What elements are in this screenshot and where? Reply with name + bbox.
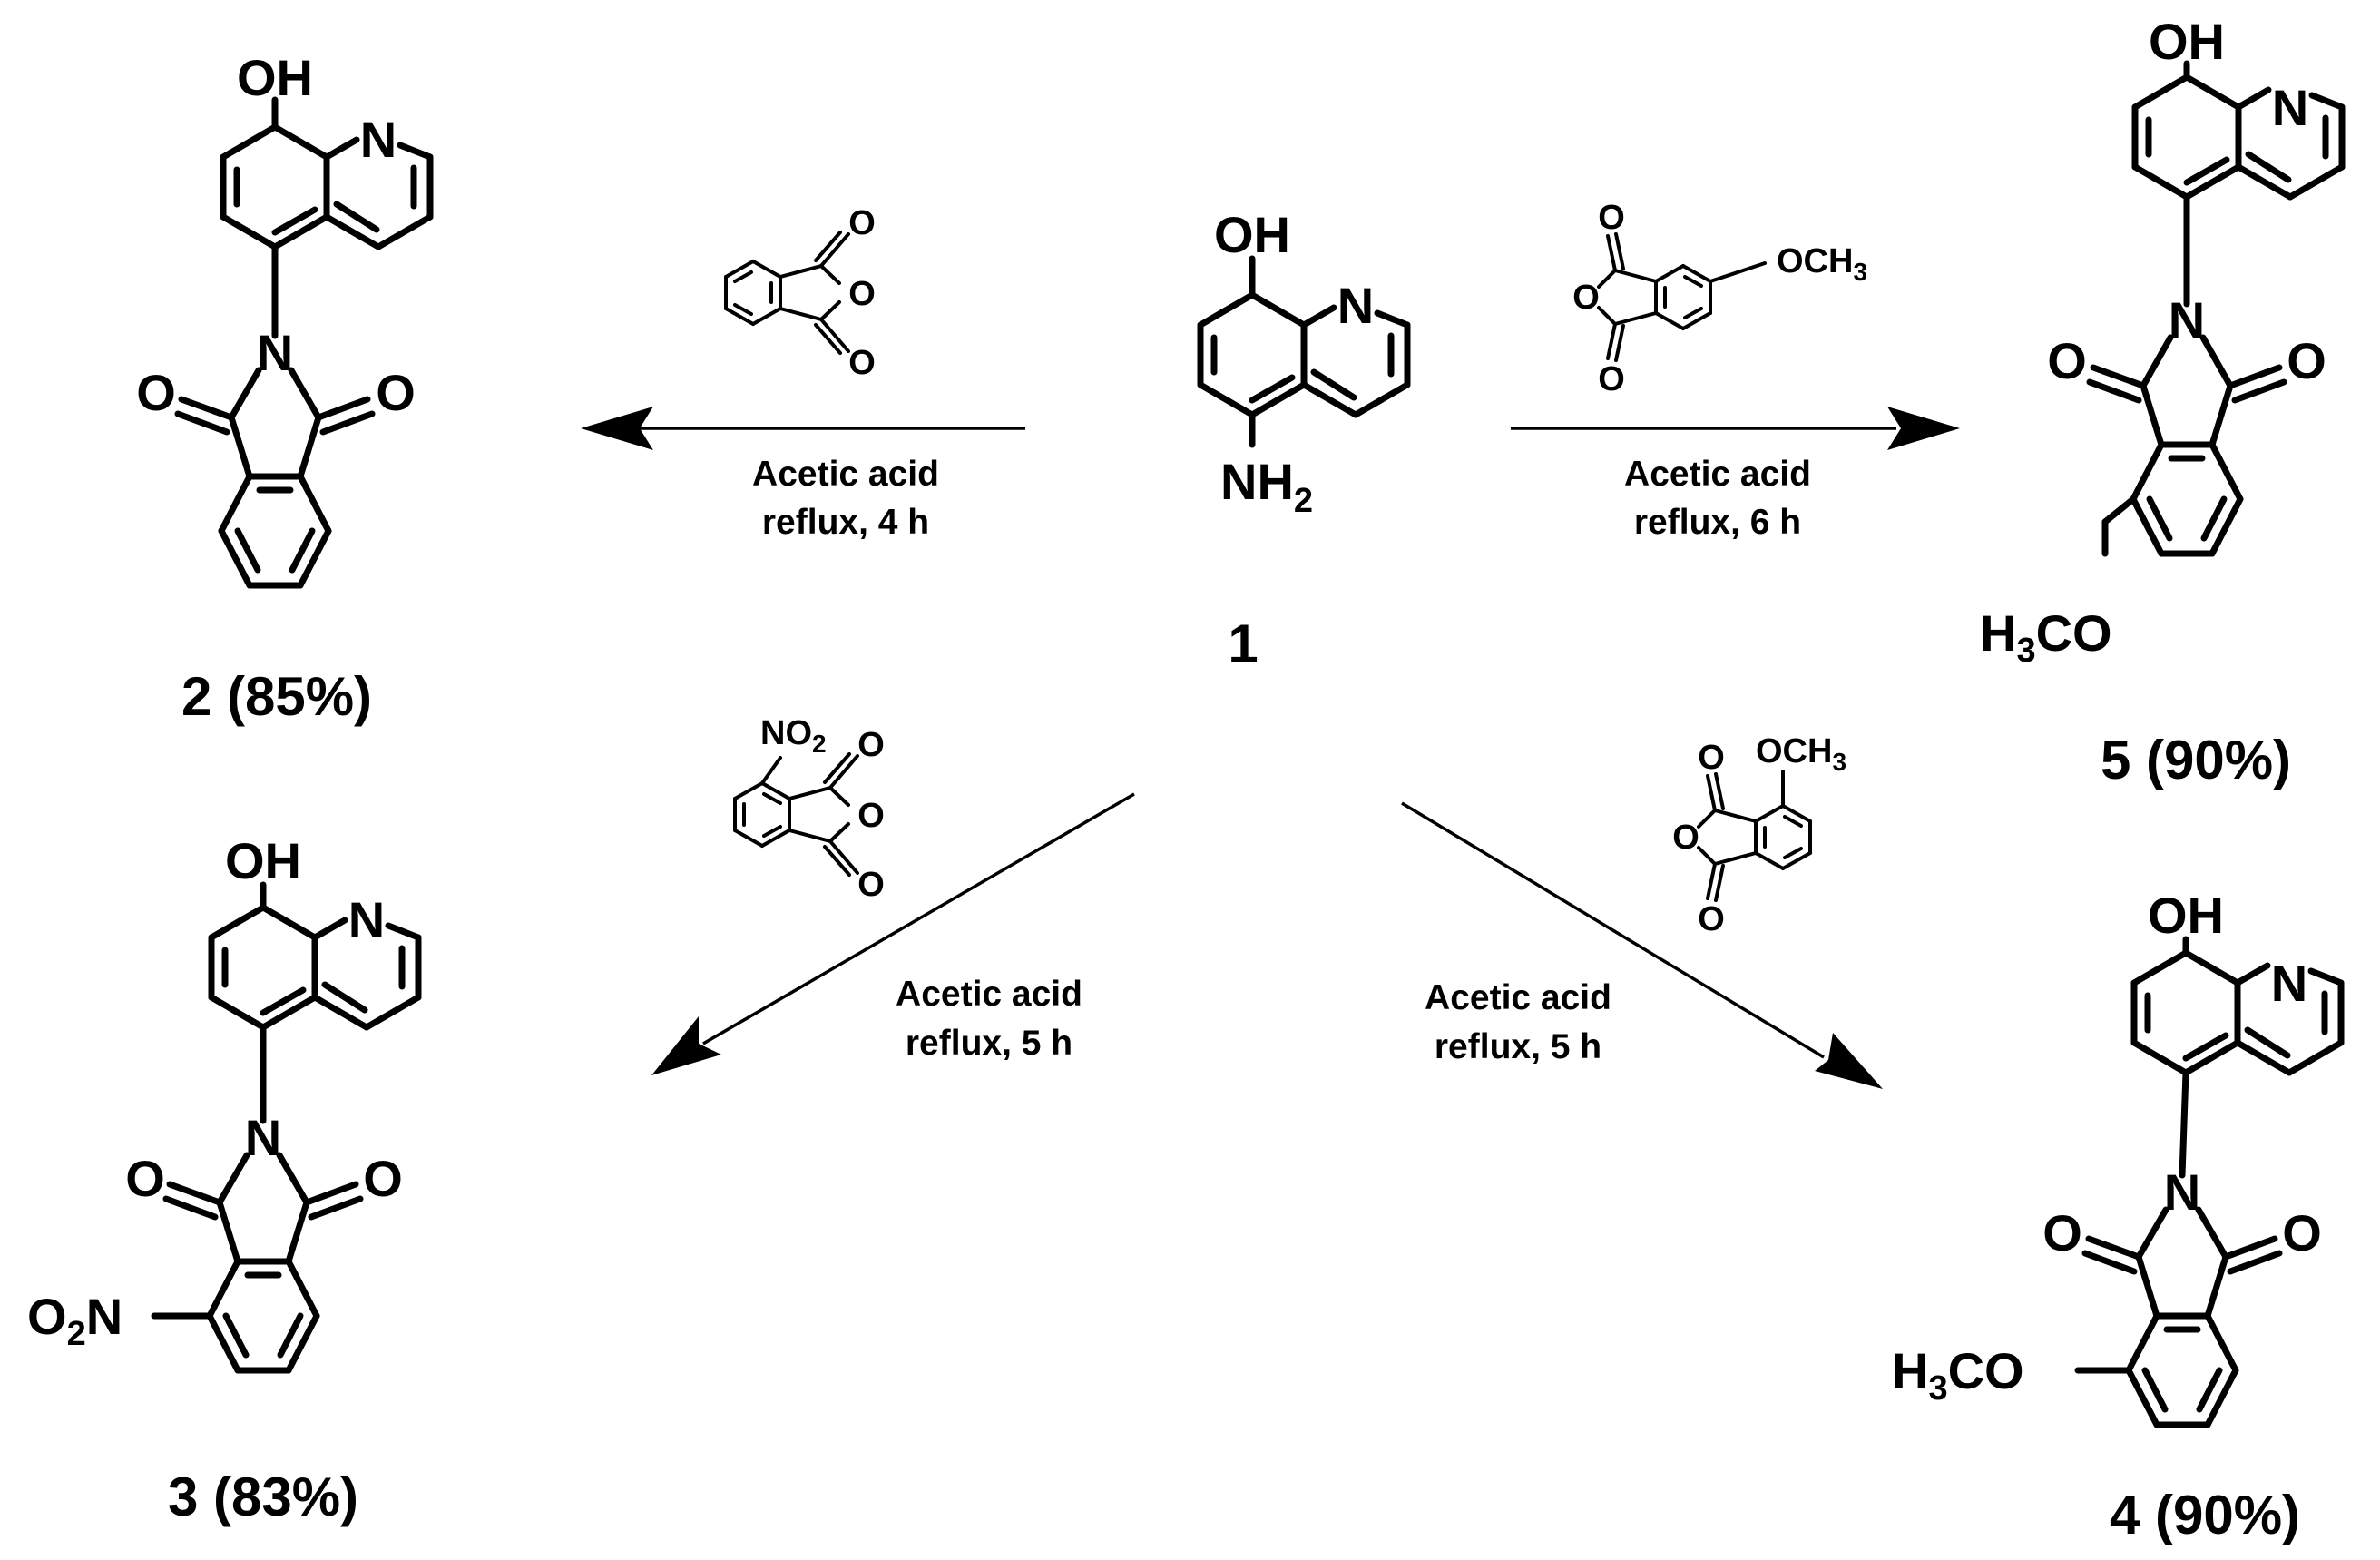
reagent-nitro-label: NO2 bbox=[760, 714, 827, 758]
arrow-to-compound-3 bbox=[651, 792, 1135, 1075]
reagent-oxygen: O bbox=[1598, 360, 1625, 398]
arrow-to-compound-4 bbox=[1401, 801, 1883, 1089]
compound-5-carbonyl-oxygen-right: O bbox=[2287, 332, 2326, 389]
compound-1-structure: OH N NH2 bbox=[1197, 206, 1411, 520]
compound-1-hydroxyl: OH bbox=[1214, 206, 1290, 263]
compound-3-nitro-group: O2N bbox=[27, 1288, 122, 1353]
reagent-3-methoxyphthalic-anhydride: O O O OCH3 bbox=[1672, 732, 1846, 938]
compound-2-ring-nitrogen: N bbox=[360, 111, 397, 168]
compound-5-methoxy-group: H3CO bbox=[1980, 604, 2112, 670]
reagent-oxygen: O bbox=[1698, 739, 1725, 777]
condition-5-time: reflux, 6 h bbox=[1634, 503, 1801, 542]
condition-5-solvent: Acetic acid bbox=[1624, 455, 1811, 494]
reagent-methoxy-label: OCH3 bbox=[1756, 732, 1846, 776]
compound-1-ring-nitrogen: N bbox=[1337, 277, 1374, 334]
compound-3-imide-nitrogen: N bbox=[245, 1109, 281, 1166]
reagent-oxygen: O bbox=[848, 275, 876, 313]
compound-5-structure: OH N N O O H3CO bbox=[1980, 13, 2346, 670]
compound-2-imide-nitrogen: N bbox=[257, 324, 293, 381]
reagent-3-nitrophthalic-anhydride: O O O NO2 bbox=[733, 714, 885, 904]
compound-3-hydroxyl: OH bbox=[225, 832, 301, 889]
compound-3-label: 3 (83%) bbox=[168, 1467, 358, 1527]
arrow-to-compound-2 bbox=[581, 407, 1025, 450]
compound-1-label: 1 bbox=[1228, 613, 1258, 674]
compound-4-label: 4 (90%) bbox=[2110, 1485, 2300, 1545]
compound-4-ring-nitrogen: N bbox=[2271, 955, 2307, 1012]
reagent-oxygen: O bbox=[857, 797, 885, 835]
compound-5-imide-nitrogen: N bbox=[2169, 291, 2205, 348]
reagent-oxygen: O bbox=[848, 344, 876, 382]
condition-4-solvent: Acetic acid bbox=[1425, 978, 1611, 1017]
compound-4-carbonyl-oxygen-right: O bbox=[2282, 1204, 2322, 1261]
reagent-oxygen: O bbox=[1672, 819, 1699, 857]
compound-4-hydroxyl: OH bbox=[2148, 887, 2224, 944]
reagent-methoxy-label: OCH3 bbox=[1777, 242, 1867, 286]
compound-4-structure: OH N N O O H3CO bbox=[1892, 887, 2345, 1428]
compound-2-label: 2 (85%) bbox=[181, 666, 372, 727]
condition-2-time: reflux, 4 h bbox=[762, 503, 929, 542]
compound-4-carbonyl-oxygen-left: O bbox=[2042, 1204, 2082, 1261]
reagent-oxygen: O bbox=[857, 726, 885, 764]
compound-5-hydroxyl: OH bbox=[2149, 13, 2225, 70]
compound-3-carbonyl-oxygen-right: O bbox=[363, 1150, 403, 1207]
compound-2-hydroxyl: OH bbox=[237, 49, 313, 106]
compound-2-carbonyl-oxygen-right: O bbox=[376, 364, 416, 421]
condition-3-time: reflux, 5 h bbox=[906, 1024, 1072, 1063]
condition-3-solvent: Acetic acid bbox=[896, 975, 1082, 1014]
compound-3-carbonyl-oxygen-left: O bbox=[125, 1150, 165, 1207]
condition-4-time: reflux, 5 h bbox=[1435, 1027, 1601, 1066]
compound-3-ring-nitrogen: N bbox=[348, 891, 385, 948]
compound-5-label: 5 (90%) bbox=[2101, 730, 2291, 790]
compound-4-methoxy-group: H3CO bbox=[1892, 1342, 2024, 1408]
reagent-oxygen: O bbox=[1572, 279, 1600, 317]
compound-5-ring-nitrogen: N bbox=[2272, 79, 2308, 136]
reagent-4-methoxyphthalic-anhydride: O O O OCH3 bbox=[1572, 199, 1867, 398]
reagent-oxygen: O bbox=[1598, 199, 1625, 237]
compound-3-structure: OH N N O O O2N bbox=[27, 832, 422, 1374]
condition-2-solvent: Acetic acid bbox=[752, 455, 939, 494]
compound-1-amino: NH2 bbox=[1220, 453, 1313, 520]
reagent-oxygen: O bbox=[857, 866, 885, 904]
reagent-oxygen: O bbox=[848, 204, 876, 242]
reagent-phthalic-anhydride: O O O bbox=[724, 204, 876, 382]
compound-2-structure: OH N N O O bbox=[136, 49, 434, 589]
arrow-to-compound-5 bbox=[1511, 407, 1960, 450]
compound-4-imide-nitrogen: N bbox=[2164, 1163, 2200, 1221]
reagent-oxygen: O bbox=[1698, 900, 1725, 938]
compound-5-carbonyl-oxygen-left: O bbox=[2047, 332, 2087, 389]
compound-2-carbonyl-oxygen-left: O bbox=[136, 364, 176, 421]
